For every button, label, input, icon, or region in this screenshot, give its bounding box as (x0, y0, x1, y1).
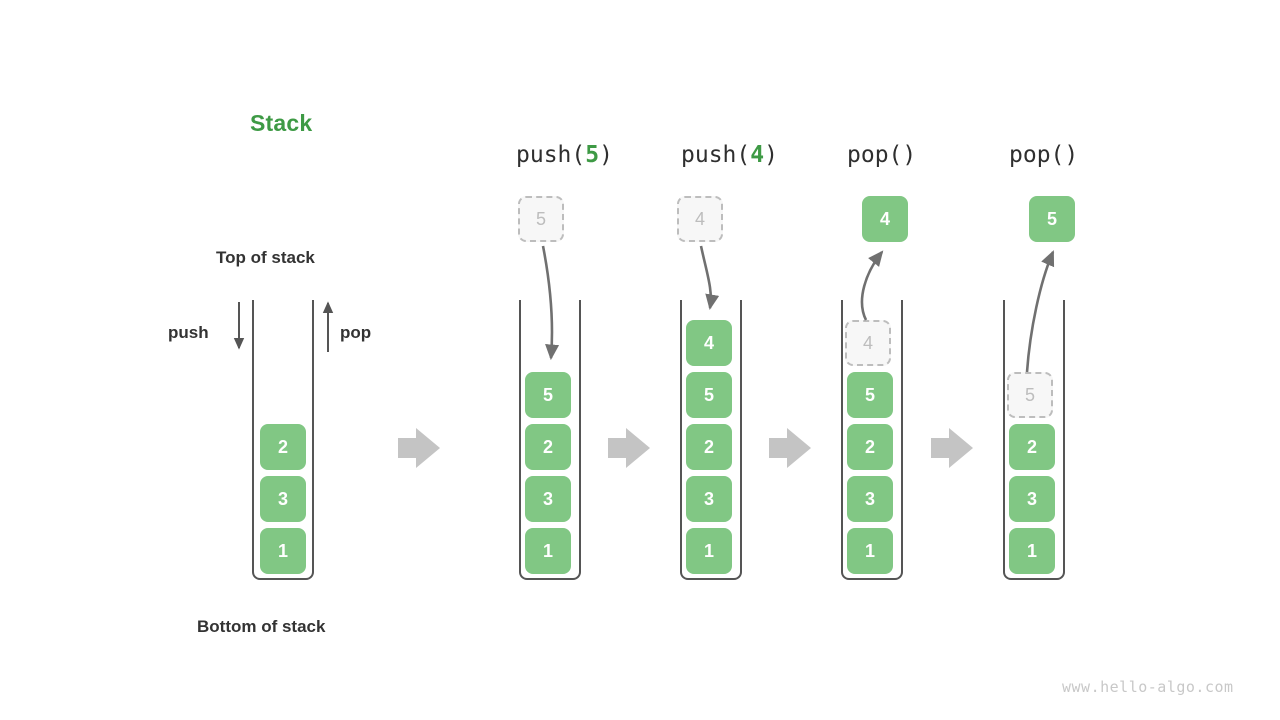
op-text-suffix: ) (764, 142, 778, 168)
operation-label-push-4: push(4) (681, 142, 778, 168)
op-arg: 4 (750, 142, 765, 168)
op-text-suffix: ) (902, 142, 917, 168)
operation-label-pop-1: pop() (847, 142, 916, 168)
label-top-of-stack: Top of stack (216, 248, 315, 267)
stack-cell: 3 (1009, 476, 1055, 522)
stack-container (841, 300, 903, 580)
op-text: pop( (847, 142, 903, 168)
op-arg: 5 (585, 142, 600, 168)
floating-cell: 5 (518, 196, 564, 242)
stack-cell: 3 (525, 476, 571, 522)
stack-container (1003, 300, 1065, 580)
stack-cell: 1 (847, 528, 893, 574)
stack-container (680, 300, 742, 580)
stack-cell: 1 (686, 528, 732, 574)
operation-label-pop-2: pop() (1009, 142, 1078, 168)
transition-arrow-icon (398, 428, 440, 468)
push-motion-arrow-icon (699, 245, 720, 311)
label-push: push (168, 323, 209, 342)
stack-cell: 2 (1009, 424, 1055, 470)
watermark: www.hello-algo.com (1062, 678, 1234, 696)
stack-container (252, 300, 314, 580)
op-text: pop( (1009, 142, 1065, 168)
transition-arrow-icon (608, 428, 650, 468)
op-text: push( (681, 142, 751, 168)
stack-cell: 2 (686, 424, 732, 470)
stack-cell: 1 (260, 528, 306, 574)
transition-arrow-icon (769, 428, 811, 468)
stack-cell: 4 (686, 320, 732, 366)
stack-cell: 5 (686, 372, 732, 418)
label-bottom-of-stack: Bottom of stack (197, 617, 326, 636)
popped-cell: 4 (862, 196, 908, 242)
popped-cell: 5 (1029, 196, 1075, 242)
stack-cell-removed: 5 (1007, 372, 1053, 418)
stack-cell: 3 (847, 476, 893, 522)
stack-cell: 5 (847, 372, 893, 418)
stack-cell: 2 (525, 424, 571, 470)
stack-cell: 2 (260, 424, 306, 470)
transition-arrow-icon (931, 428, 973, 468)
operation-label-push-5: push(5) (516, 142, 613, 168)
stack-container (519, 300, 581, 580)
op-text-suffix: ) (1064, 142, 1079, 168)
floating-cell: 4 (677, 196, 723, 242)
stack-cell: 2 (847, 424, 893, 470)
op-text-suffix: ) (599, 142, 613, 168)
op-text: push( (516, 142, 586, 168)
stack-cell: 3 (686, 476, 732, 522)
stack-cell: 1 (525, 528, 571, 574)
label-pop: pop (340, 323, 372, 342)
stack-cell: 3 (260, 476, 306, 522)
stack-cell: 5 (525, 372, 571, 418)
stack-cell: 1 (1009, 528, 1055, 574)
page-title: Stack (250, 110, 313, 136)
stack-cell-removed: 4 (845, 320, 891, 366)
